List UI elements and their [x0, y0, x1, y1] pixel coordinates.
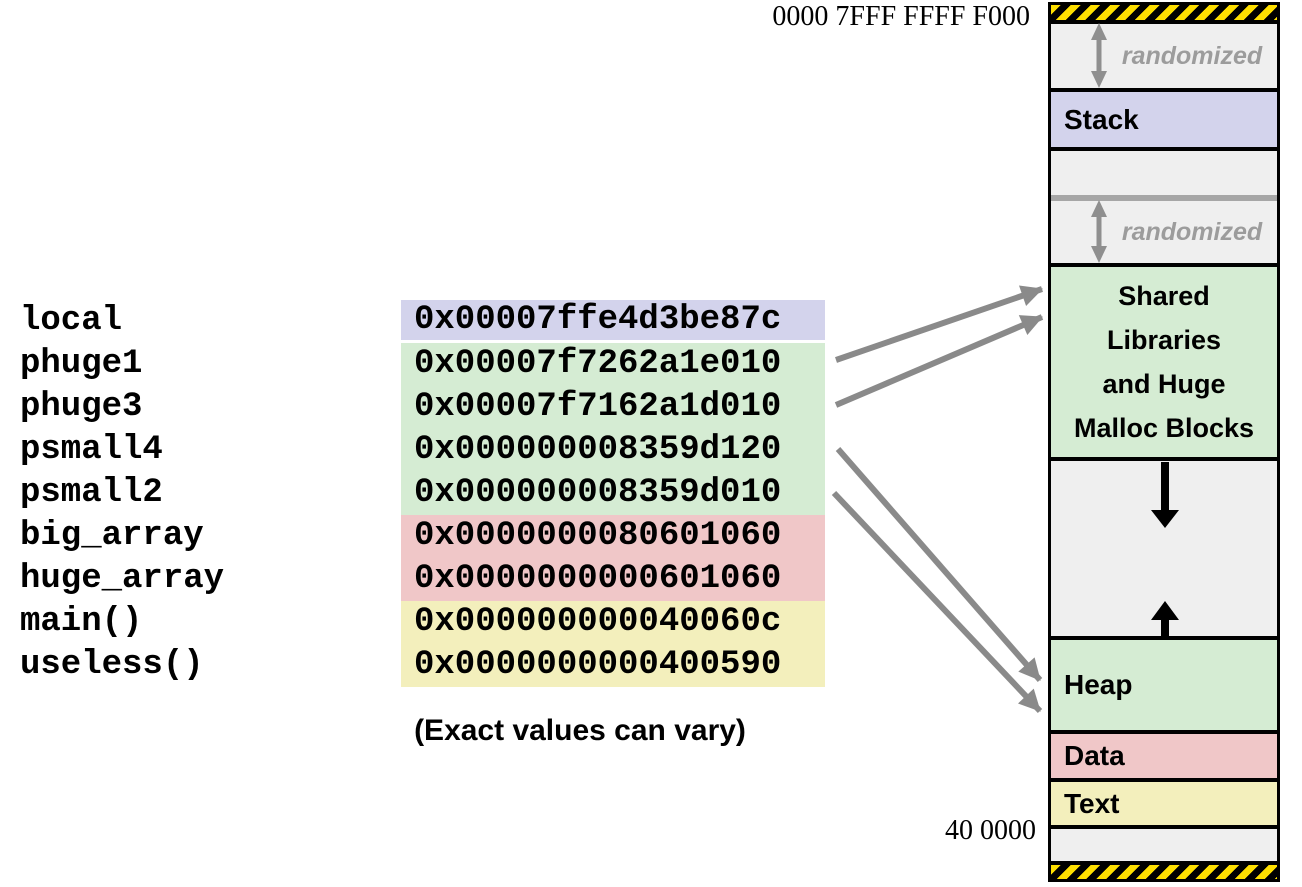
empty-region-below-stack — [1051, 147, 1277, 195]
shared-libraries-section: Shared Libraries and Huge Malloc Blocks — [1051, 263, 1277, 457]
stack-section-label: Stack — [1064, 103, 1139, 135]
address-value-local: 0x00007ffe4d3be87c — [401, 300, 825, 340]
var-label-huge-array: huge_array — [20, 560, 225, 598]
address-value-huge-array: 0x0000000000601060 — [401, 558, 825, 601]
address-value-main: 0x000000000040060c — [401, 601, 825, 644]
pointer-arrow-phuge1-to-shared — [835, 285, 1044, 363]
address-value-psmall4: 0x000000008359d120 — [401, 429, 825, 472]
growth-gap-region — [1051, 457, 1277, 636]
memory-map: randomized Stack randomized Shared Libra… — [1048, 2, 1280, 882]
heap-section-label: Heap — [1064, 669, 1133, 700]
max-address-label: 0000 7FFF FFFF F000 — [772, 1, 1030, 32]
address-value-phuge3: 0x00007f7162a1d010 — [401, 386, 825, 429]
empty-region-bottom — [1051, 825, 1277, 861]
randomized-region-middle: randomized — [1051, 201, 1277, 263]
data-section: Data — [1051, 730, 1277, 778]
randomized-region-top: randomized — [1051, 20, 1277, 88]
shared-line-4: Malloc Blocks — [1073, 413, 1255, 443]
var-label-useless: useless() — [20, 646, 204, 684]
shared-line-2: Libraries — [1106, 325, 1222, 355]
variable-labels-column: local phuge1 phuge3 psmall4 psmall2 big_… — [20, 300, 224, 687]
shared-libraries-label: Shared Libraries and Huge Malloc Blocks — [1051, 267, 1277, 457]
stack-section: Stack — [1051, 88, 1277, 147]
address-values-column: 0x00007ffe4d3be87c 0x00007f7262a1e010 0x… — [401, 300, 825, 687]
address-value-big-array: 0x0000000080601060 — [401, 515, 825, 558]
pointer-arrow-psmall2-to-heap — [831, 490, 1043, 714]
shared-line-3: and Huge — [1102, 369, 1226, 399]
var-label-psmall4: psmall4 — [20, 431, 163, 469]
pointer-arrow-psmall4-to-heap — [835, 447, 1043, 682]
randomized-label: randomized — [1121, 41, 1263, 70]
address-value-phuge1: 0x00007f7262a1e010 — [401, 343, 825, 386]
var-label-local: local — [20, 302, 123, 340]
var-label-big-array: big_array — [20, 517, 204, 555]
data-section-label: Data — [1064, 740, 1125, 771]
var-label-phuge3: phuge3 — [20, 388, 143, 426]
hazard-stripe-top — [1051, 5, 1277, 20]
pointer-arrow-phuge3-to-shared — [834, 314, 1044, 408]
randomized-label: randomized — [1121, 217, 1263, 246]
address-value-psmall2: 0x000000008359d010 — [401, 472, 825, 515]
hazard-stripe-bottom — [1051, 861, 1277, 879]
address-value-useless: 0x0000000000400590 — [401, 644, 825, 687]
text-section-label: Text — [1064, 787, 1120, 819]
var-label-phuge1: phuge1 — [20, 345, 143, 383]
shared-line-1: Shared — [1118, 281, 1210, 311]
text-section: Text — [1051, 778, 1277, 825]
var-label-psmall2: psmall2 — [20, 474, 163, 512]
gray-divider-line — [1051, 195, 1277, 201]
caption-exact-values: (Exact values can vary) — [414, 714, 746, 747]
base-address-label: 40 0000 — [945, 815, 1036, 846]
heap-section: Heap — [1051, 636, 1277, 730]
var-label-main: main() — [20, 603, 143, 641]
